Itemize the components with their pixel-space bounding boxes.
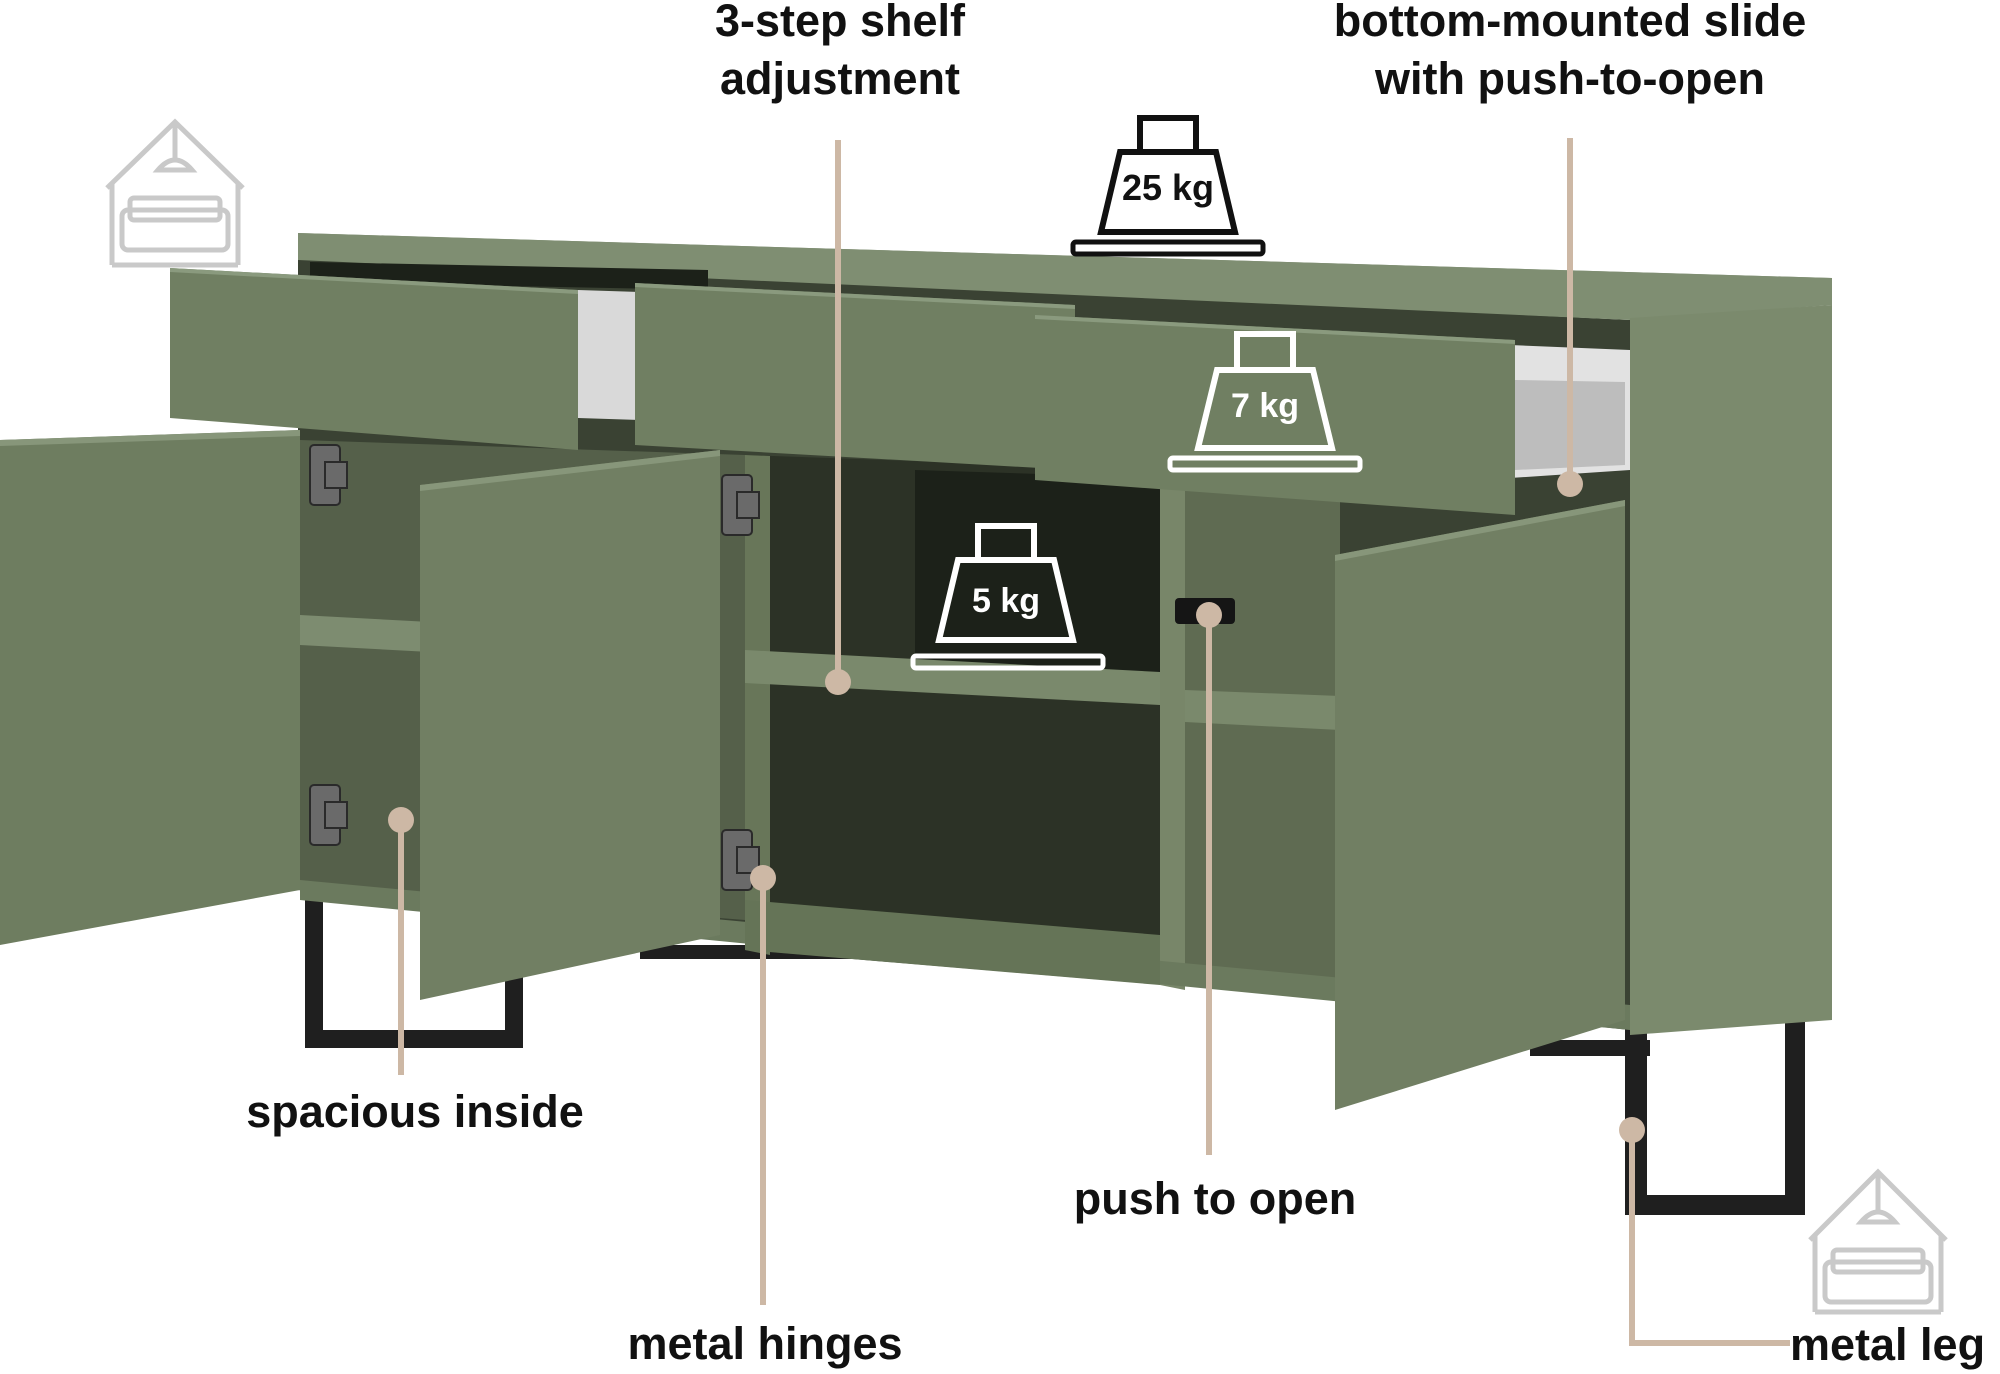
kettlebell-weight-icon-drawer — [1167, 331, 1363, 473]
house-sofa-logo-icon — [105, 118, 245, 268]
callout-spacious-inside: spacious inside — [246, 1086, 584, 1137]
kettlebell-weight-icon-top — [1070, 115, 1266, 257]
weight-drawer-label: 7 kg — [1231, 387, 1299, 425]
door-middle-left — [420, 450, 720, 1000]
hinge-set — [309, 444, 760, 891]
callout-metal-leg: metal leg — [1790, 1319, 1986, 1370]
callout-shelf-adjustment-line2: adjustment — [719, 53, 961, 104]
kettlebell-weight-icon-shelf — [910, 523, 1106, 671]
callout-slide: bottom-mounted slide with push-to-open — [1285, 0, 1855, 108]
drawer-middle — [635, 283, 1075, 470]
callout-slide-line1: bottom-mounted slide — [1333, 0, 1807, 46]
door-left — [0, 430, 300, 945]
callout-shelf-adjustment: 3-step shelf adjustment — [680, 0, 1000, 108]
door-right — [1335, 500, 1625, 1110]
house-sofa-logo-icon — [1808, 1168, 1948, 1315]
callout-leaders — [388, 138, 1790, 1346]
weight-shelf-label: 5 kg — [972, 582, 1040, 620]
drawer-left — [170, 268, 640, 450]
weight-top-label: 25 kg — [1122, 167, 1214, 208]
callout-push-to-open: push to open — [1073, 1173, 1357, 1224]
callout-shelf-adjustment-line1: 3-step shelf — [714, 0, 966, 46]
callout-metal-hinges: metal hinges — [627, 1318, 903, 1369]
callout-slide-line2: with push-to-open — [1375, 53, 1765, 104]
